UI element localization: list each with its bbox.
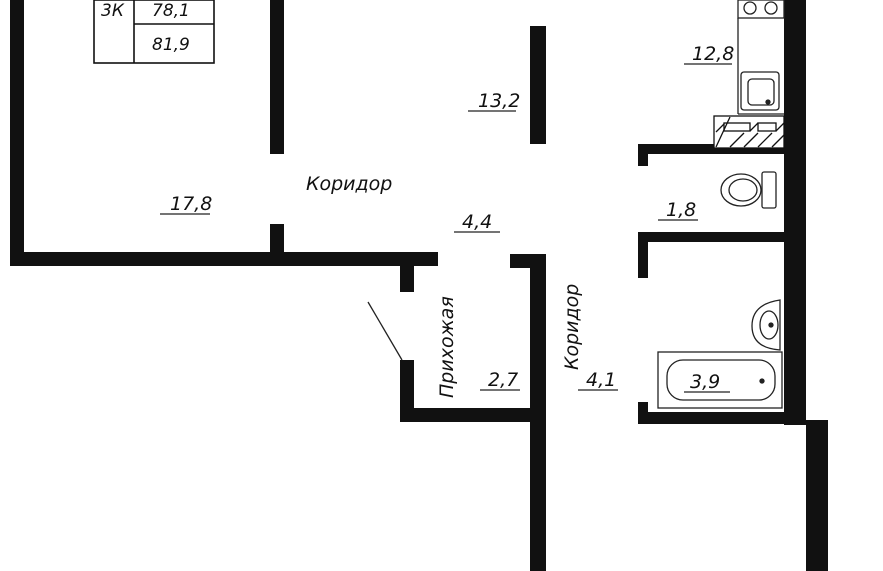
stove-icon (737, 0, 785, 19)
wall-divider-upper (270, 0, 284, 154)
living-room-area: 13,2 (478, 90, 520, 112)
hall-label: Прихожая (436, 296, 458, 398)
wall-bath-bottom (638, 412, 806, 424)
apartment-living-area: 78,1 (152, 1, 190, 21)
corridor-main-area: 4,4 (462, 211, 492, 233)
apartment-type: 3К (101, 1, 125, 21)
wall-right-outer-lower (806, 420, 828, 571)
wall-hall-bottom (400, 408, 546, 422)
wall-right-outer (784, 0, 806, 425)
corridor-side-area: 4,1 (586, 369, 616, 391)
wall-left-outer (10, 0, 24, 262)
washbasin-icon (751, 299, 781, 351)
bathroom-area: 3,9 (690, 371, 720, 393)
kitchen-counter-icon (737, 18, 784, 115)
corridor-main-label: Коридор (306, 173, 392, 195)
wall-hall-stub-top (400, 262, 414, 292)
wall-toilet-bottom (638, 232, 786, 242)
door-swing-line (367, 301, 403, 361)
toilet-icon (720, 171, 777, 209)
wall-bedroom-bottom (10, 252, 438, 266)
kitchen-area: 12,8 (692, 43, 734, 65)
bathtub-icon (657, 351, 783, 409)
wall-bath-left-stub (638, 232, 648, 278)
wall-divider-stub (270, 224, 284, 254)
apartment-total-area: 81,9 (152, 35, 190, 55)
wall-corridor-left (530, 254, 546, 424)
bedroom-area: 17,8 (170, 193, 212, 215)
wall-corridor-lower (530, 420, 546, 571)
apartment-badge: 3К 78,1 81,9 (93, 0, 215, 64)
hall-area: 2,7 (488, 369, 518, 391)
corridor-side-label: Коридор (561, 284, 583, 370)
sink-icon (740, 71, 780, 111)
wall-toilet-left-stub (638, 144, 648, 166)
walls (10, 0, 828, 571)
wall-hall-left (400, 360, 414, 420)
wall-bath-left-lower (638, 402, 648, 424)
wall-living-partition (530, 26, 546, 144)
wall-toilet-top (638, 144, 786, 154)
toilet-area: 1,8 (666, 199, 696, 221)
ventilation-shaft-icon (713, 115, 785, 149)
